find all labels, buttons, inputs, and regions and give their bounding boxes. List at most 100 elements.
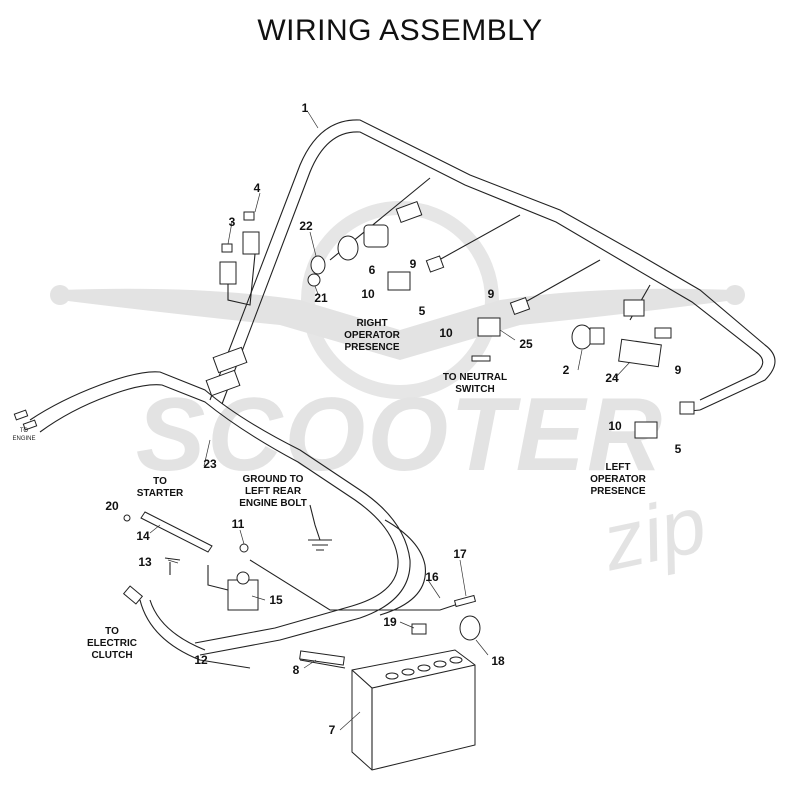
switch-neutral: [477, 317, 501, 337]
callout-10-neutral: 10: [439, 326, 453, 340]
callout-13: 13: [138, 555, 152, 569]
cable-16: [249, 559, 471, 611]
label-ground-line-1: GROUND TO: [243, 474, 304, 485]
leader-11: [239, 529, 245, 545]
callout-15: 15: [269, 593, 283, 607]
label-to-neutral-line-2: SWITCH: [455, 384, 494, 395]
terminal-19: [411, 623, 427, 635]
leader-21: [314, 285, 319, 295]
part-22: [310, 255, 326, 275]
ground-symbol: [308, 539, 332, 551]
leader-25: [499, 329, 516, 341]
part-11-washer: [239, 543, 249, 553]
callout-12: 12: [194, 653, 208, 667]
label-left-operator: LEFT OPERATOR PRESENCE: [590, 462, 647, 497]
terminal-cap-18: [459, 615, 481, 641]
leader-24: [614, 361, 631, 379]
callout-16: 16: [425, 570, 439, 584]
callout-9-neutral: 9: [488, 287, 495, 301]
leader-17: [459, 559, 467, 597]
harness-sleeve-1: [212, 346, 248, 374]
key-switch-plug: [395, 201, 423, 223]
solenoid-15: [227, 579, 259, 611]
annotations: TO ENGINE TO STARTER GROUND TO LEFT REAR…: [12, 318, 646, 661]
battery-7: [351, 649, 476, 771]
callout-2: 2: [563, 363, 570, 377]
connector-right-1: [623, 299, 645, 317]
clutch-connector: [122, 585, 144, 605]
callout-20: 20: [105, 499, 119, 513]
leader-14: [149, 524, 161, 534]
diagram-title: WIRING ASSEMBLY: [257, 14, 543, 47]
callout-18: 18: [491, 654, 505, 668]
part-6-ring: [337, 235, 359, 261]
relay-4-cap: [243, 211, 255, 221]
callout-17: 17: [453, 547, 467, 561]
label-left-operator-line-1: LEFT: [606, 462, 631, 473]
part-24-hour-meter: [618, 338, 662, 368]
watermark-wing-dot-right: [725, 285, 745, 305]
cable-14: [140, 511, 213, 553]
battery-cap: [449, 656, 463, 664]
harness-upper-arch-inner: [221, 131, 764, 405]
callout-1: 1: [302, 101, 309, 115]
relay-leads: [227, 253, 256, 306]
watermark-ring: [301, 201, 499, 399]
callout-14: 14: [136, 529, 150, 543]
engine-connector-2: [22, 419, 38, 431]
label-to-starter: TO STARTER: [137, 476, 184, 499]
label-to-engine: TO ENGINE: [12, 428, 35, 442]
label-ground-line-2: LEFT REAR: [245, 486, 302, 497]
screw-20: [123, 514, 131, 522]
leader-13: [167, 559, 179, 564]
harness-lower-loop: [379, 519, 426, 616]
relay-3-cap: [221, 243, 233, 253]
leader-2: [577, 349, 583, 371]
leader-3: [227, 221, 233, 245]
battery-cap: [433, 660, 447, 668]
callout-25: 25: [519, 337, 533, 351]
components: [13, 201, 695, 771]
cable-8: [299, 659, 346, 669]
label-to-neutral-line-1: TO NEUTRAL: [443, 372, 507, 383]
watermark: SCOOTER zip: [50, 201, 745, 587]
label-ground: GROUND TO LEFT REAR ENGINE BOLT: [239, 474, 307, 509]
wire-to-clutch-inner: [149, 599, 206, 651]
harness-branch-b: [429, 214, 521, 266]
callout-3: 3: [229, 215, 236, 229]
switch-right-operator: [387, 271, 411, 291]
callout-10-left: 10: [608, 419, 622, 433]
harness-lower-sweep-inner: [39, 384, 399, 644]
leader-1: [307, 111, 319, 129]
label-to-neutral: TO NEUTRAL SWITCH: [443, 372, 507, 395]
label-left-operator-line-2: OPERATOR: [590, 474, 647, 485]
label-to-engine-line-2: ENGINE: [12, 436, 35, 442]
leader-23: [203, 439, 211, 467]
label-to-starter-line-1: TO: [153, 476, 167, 487]
battery-cap: [385, 672, 399, 680]
harness-lower-sweep: [29, 371, 411, 656]
part-2-body: [589, 327, 605, 345]
callout-19: 19: [383, 615, 397, 629]
callout-21: 21: [314, 291, 328, 305]
callout-10: 10: [361, 287, 375, 301]
callout-5: 5: [419, 304, 426, 318]
relay-3: [219, 261, 237, 285]
neutral-bracket: [471, 355, 491, 362]
label-right-operator-line-1: RIGHT: [356, 318, 387, 329]
battery-caps: [385, 656, 463, 680]
leader-7: [339, 711, 361, 731]
bolt-17: [453, 594, 477, 608]
label-right-operator: RIGHT OPERATOR PRESENCE: [344, 318, 401, 353]
leader-8: [303, 659, 317, 669]
harness-branch-c: [519, 259, 601, 306]
label-to-clutch-line-1: TO: [105, 626, 119, 637]
ground-wire: [309, 504, 321, 541]
callout-4: 4: [254, 181, 261, 195]
callout-23: 23: [203, 457, 217, 471]
leader-lines: [149, 111, 631, 731]
cable-8-sleeve: [299, 650, 345, 666]
callouts: 1 2 3 4 5 6 7 8 9 10 11 12 13 14 15 16 1…: [105, 101, 681, 737]
